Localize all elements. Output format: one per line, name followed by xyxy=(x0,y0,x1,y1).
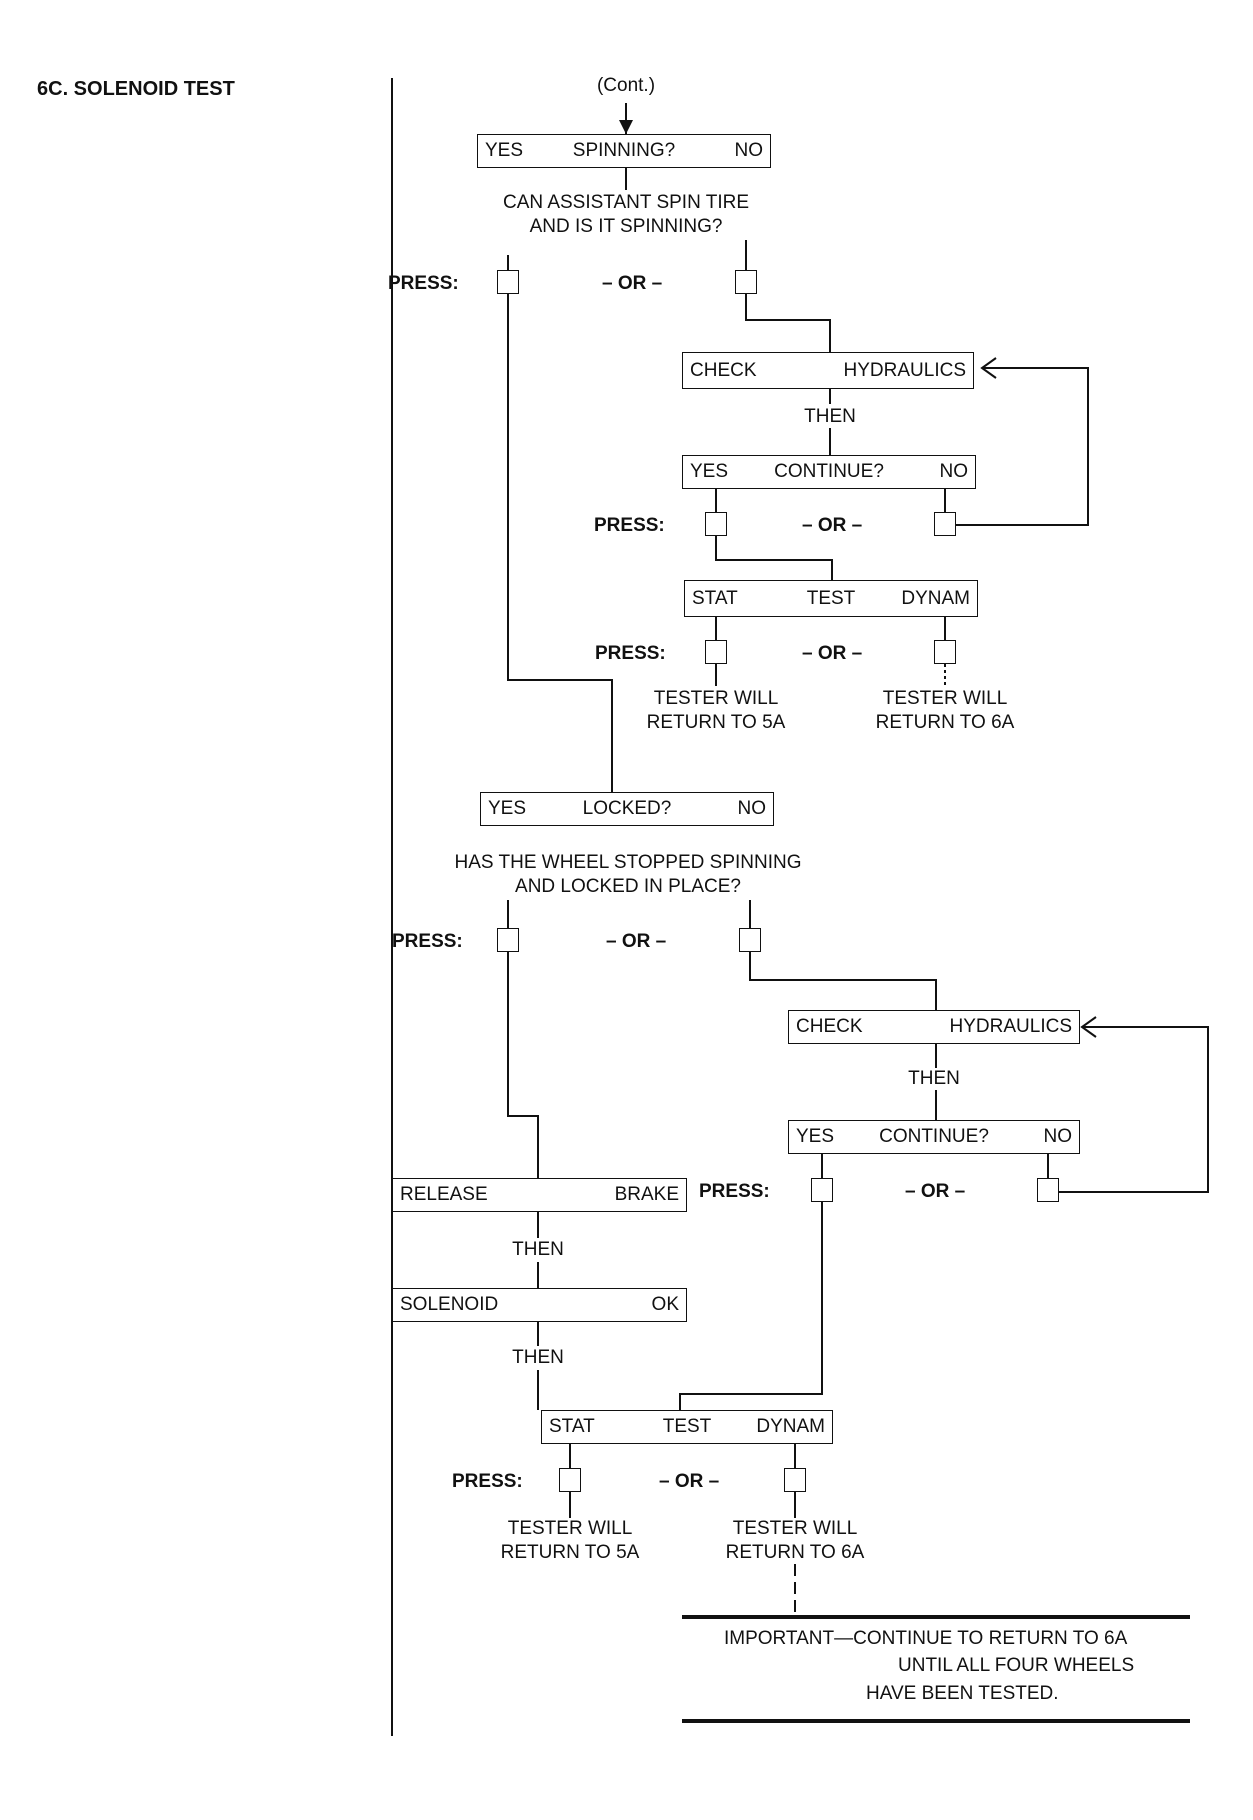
tester-result-line2: RETURN TO 5A xyxy=(646,712,786,733)
or-label: – OR – xyxy=(802,515,863,536)
check-label: CHECK xyxy=(796,1016,863,1037)
locked-question-line2: AND LOCKED IN PLACE? xyxy=(515,876,741,897)
check-hydraulics-box: CHECK HYDRAULICS xyxy=(788,1010,1080,1044)
tester-result-line1: TESTER WILL xyxy=(882,688,1008,709)
dynam-label: DYNAM xyxy=(901,587,970,609)
continue-prompt-box: YES CONTINUE? NO xyxy=(682,455,976,489)
stat-test-dynam-box: STAT TEST DYNAM xyxy=(684,580,978,617)
dynam-key[interactable] xyxy=(934,640,956,664)
press-label: PRESS: xyxy=(388,273,459,294)
yes-key[interactable] xyxy=(705,512,727,536)
yes-key[interactable] xyxy=(811,1178,833,1202)
solenoid-label: SOLENOID xyxy=(400,1294,499,1315)
tester-result-line1: TESTER WILL xyxy=(507,1518,633,1539)
check-label: CHECK xyxy=(690,359,757,381)
yes-label: YES xyxy=(485,140,524,161)
press-label: PRESS: xyxy=(595,643,666,664)
yes-key[interactable] xyxy=(497,928,519,952)
tester-result-line1: TESTER WILL xyxy=(732,1518,858,1539)
stat-label: STAT xyxy=(692,587,738,609)
then-label: THEN xyxy=(908,1068,960,1089)
release-brake-box: RELEASE BRAKE xyxy=(392,1178,687,1212)
important-note-line3: HAVE BEEN TESTED. xyxy=(866,1683,1059,1704)
page-title: 6C. SOLENOID TEST xyxy=(37,78,235,100)
press-label: PRESS: xyxy=(392,931,463,952)
no-key[interactable] xyxy=(735,270,757,294)
no-key[interactable] xyxy=(739,928,761,952)
dynam-label: DYNAM xyxy=(756,1416,825,1437)
or-label: – OR – xyxy=(905,1181,966,1202)
press-label: PRESS: xyxy=(594,515,665,536)
no-label: NO xyxy=(1043,1126,1073,1147)
continue-prompt-box: YES CONTINUE? NO xyxy=(788,1120,1080,1154)
tester-result-line1: TESTER WILL xyxy=(653,688,779,709)
then-label: THEN xyxy=(512,1239,564,1260)
spinning-label: SPINNING? xyxy=(572,140,676,161)
stat-label: STAT xyxy=(549,1416,595,1437)
or-label: – OR – xyxy=(802,643,863,664)
stat-test-dynam-box: STAT TEST DYNAM xyxy=(541,1410,833,1444)
press-label: PRESS: xyxy=(452,1471,523,1492)
locked-question-line1: HAS THE WHEEL STOPPED SPINNING xyxy=(454,852,802,873)
solenoid-ok-box: SOLENOID OK xyxy=(392,1288,687,1322)
spinning-prompt-box: YES SPINNING? NO xyxy=(477,134,771,168)
tester-result-line2: RETURN TO 6A xyxy=(725,1542,865,1563)
or-label: – OR – xyxy=(606,931,667,952)
check-hydraulics-box: CHECK HYDRAULICS xyxy=(682,352,974,389)
continue-label: CONTINUE? xyxy=(774,461,884,482)
no-key[interactable] xyxy=(934,512,956,536)
test-label: TEST xyxy=(662,1416,712,1437)
continued-label: (Cont.) xyxy=(596,75,656,96)
cont-arrowhead xyxy=(619,120,633,134)
tester-result-line2: RETURN TO 6A xyxy=(875,712,1015,733)
test-label: TEST xyxy=(806,587,856,609)
hydraulics-label: HYDRAULICS xyxy=(843,359,966,381)
yes-label: YES xyxy=(796,1126,835,1147)
yes-label: YES xyxy=(488,798,527,819)
locked-prompt-box: YES LOCKED? NO xyxy=(480,792,774,826)
no-label: NO xyxy=(734,140,764,161)
ok-label: OK xyxy=(651,1294,679,1315)
then-label: THEN xyxy=(512,1347,564,1368)
no-label: NO xyxy=(737,798,767,819)
spin-question-line1: CAN ASSISTANT SPIN TIRE xyxy=(502,192,750,213)
yes-label: YES xyxy=(690,461,729,482)
then-label: THEN xyxy=(804,406,856,427)
important-note-line2: UNTIL ALL FOUR WHEELS xyxy=(898,1655,1135,1676)
important-note-line1: IMPORTANT—CONTINUE TO RETURN TO 6A xyxy=(724,1628,1128,1649)
press-label: PRESS: xyxy=(699,1181,770,1202)
locked-label: LOCKED? xyxy=(582,798,672,819)
hydraulics-label: HYDRAULICS xyxy=(949,1016,1072,1037)
release-label: RELEASE xyxy=(400,1184,488,1205)
or-label: – OR – xyxy=(659,1471,720,1492)
stat-key[interactable] xyxy=(705,640,727,664)
spin-question-line2: AND IS IT SPINNING? xyxy=(529,216,723,237)
brake-label: BRAKE xyxy=(614,1184,679,1205)
continue-label: CONTINUE? xyxy=(879,1126,989,1147)
stat-key[interactable] xyxy=(559,1468,581,1492)
no-key[interactable] xyxy=(1037,1178,1059,1202)
no-label: NO xyxy=(939,461,969,482)
tester-result-line2: RETURN TO 5A xyxy=(500,1542,640,1563)
dynam-key[interactable] xyxy=(784,1468,806,1492)
or-label: – OR – xyxy=(602,273,663,294)
yes-key[interactable] xyxy=(497,270,519,294)
